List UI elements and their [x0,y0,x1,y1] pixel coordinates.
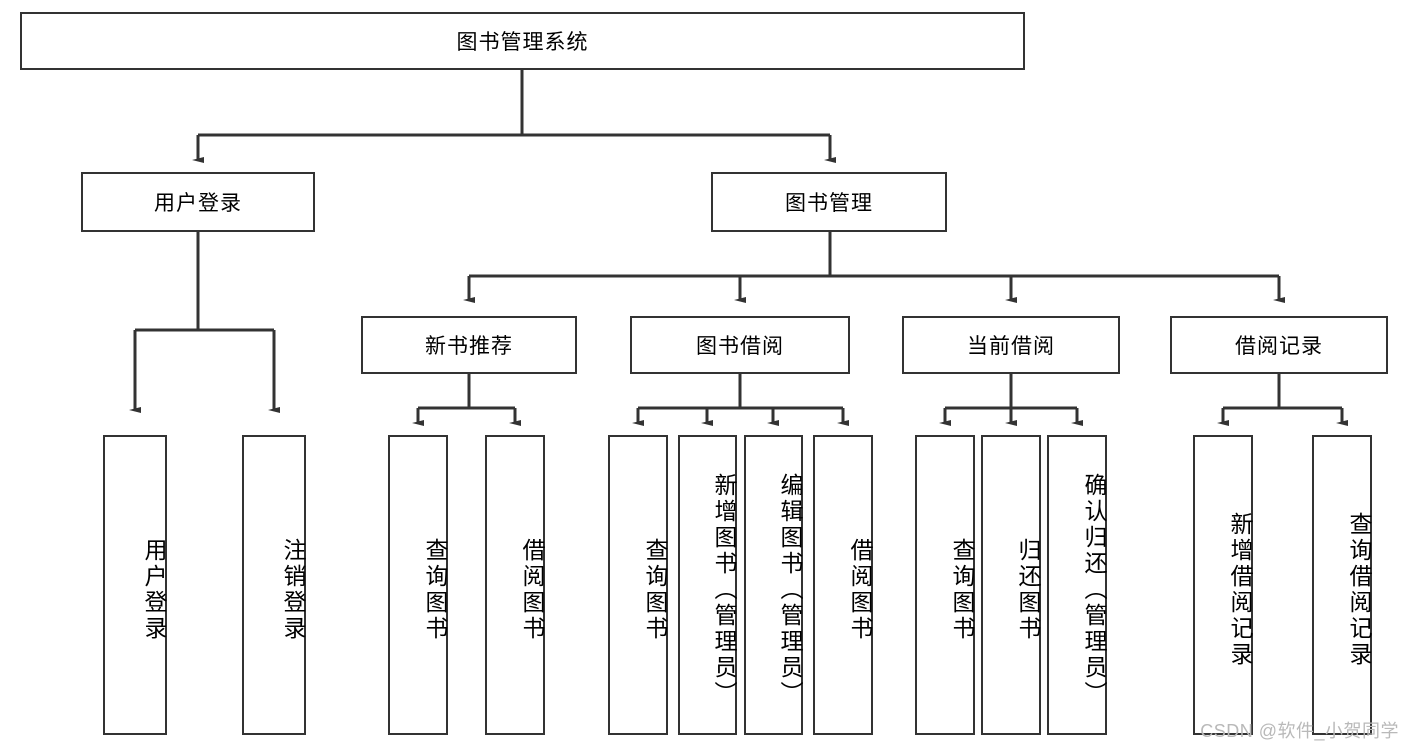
node-leaf-user-login[interactable]: 用户登录 [103,435,167,735]
node-root-label: 图书管理系统 [456,31,589,54]
node-leaf-borrow-book-bb[interactable]: 借阅图书 [813,435,873,735]
node-book-borrow[interactable]: 图书借阅 [630,316,850,374]
node-leaf-query-book-bb[interactable]: 查询图书 [608,435,668,735]
node-new-book-rec-label: 新书推荐 [425,335,513,358]
node-leaf-confirm-return-label: 确认归还（管理员） [1081,473,1107,707]
node-leaf-add-record[interactable]: 新增借阅记录 [1193,435,1253,735]
node-leaf-edit-book[interactable]: 编辑图书（管理员） [744,435,803,735]
node-user-login-label: 用户登录 [154,192,242,215]
node-leaf-query-book-rec[interactable]: 查询图书 [388,435,448,735]
node-current-borrow[interactable]: 当前借阅 [902,316,1120,374]
node-leaf-query-record[interactable]: 查询借阅记录 [1312,435,1372,735]
node-borrow-record-label: 借阅记录 [1235,335,1323,358]
node-leaf-edit-book-label: 编辑图书（管理员） [777,473,803,707]
node-new-book-rec[interactable]: 新书推荐 [361,316,577,374]
node-leaf-query-book-cb[interactable]: 查询图书 [915,435,975,735]
node-leaf-confirm-return[interactable]: 确认归还（管理员） [1047,435,1107,735]
node-leaf-return-book-label: 归还图书 [1015,538,1041,642]
node-leaf-borrow-book-bb-label: 借阅图书 [847,538,873,642]
node-leaf-user-login-label: 用户登录 [141,538,167,642]
node-leaf-add-book[interactable]: 新增图书（管理员） [678,435,737,735]
node-leaf-add-record-label: 新增借阅记录 [1227,512,1253,668]
node-book-manage[interactable]: 图书管理 [711,172,947,232]
node-user-login[interactable]: 用户登录 [81,172,315,232]
node-leaf-borrow-book-rec-label: 借阅图书 [519,538,545,642]
watermark-text: CSDN @软件_小贺同学 [1200,721,1399,741]
node-borrow-record[interactable]: 借阅记录 [1170,316,1388,374]
node-leaf-query-book-cb-label: 查询图书 [949,538,975,642]
node-leaf-add-book-label: 新增图书（管理员） [711,473,737,707]
node-leaf-logout-label: 注销登录 [280,538,306,642]
node-current-borrow-label: 当前借阅 [967,335,1055,358]
node-leaf-return-book[interactable]: 归还图书 [981,435,1041,735]
node-book-manage-label: 图书管理 [785,192,873,215]
node-leaf-query-record-label: 查询借阅记录 [1346,512,1372,668]
node-leaf-query-book-rec-label: 查询图书 [422,538,448,642]
node-book-borrow-label: 图书借阅 [696,335,784,358]
node-leaf-borrow-book-rec[interactable]: 借阅图书 [485,435,545,735]
node-leaf-logout[interactable]: 注销登录 [242,435,306,735]
node-root[interactable]: 图书管理系统 [20,12,1025,70]
node-leaf-query-book-bb-label: 查询图书 [642,538,668,642]
